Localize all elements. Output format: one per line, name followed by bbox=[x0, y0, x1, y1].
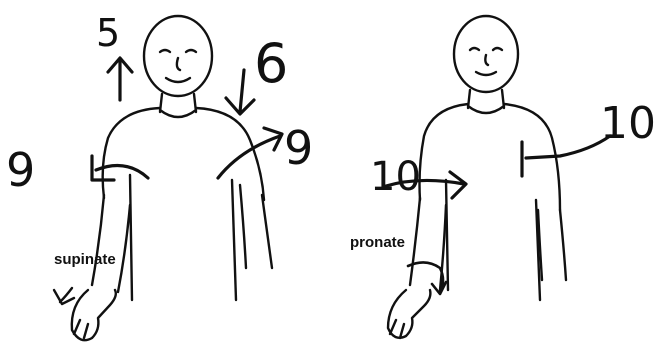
left-shoulder-r bbox=[196, 108, 264, 200]
label-left-arm-number: 9 bbox=[6, 143, 35, 197]
arrow-right-curve-icon bbox=[218, 128, 282, 178]
arrow-left-curve-icon bbox=[92, 156, 148, 180]
right-left-arm-outer bbox=[410, 198, 420, 285]
left-arm-outer bbox=[92, 195, 104, 285]
left-torso-r bbox=[232, 180, 236, 300]
right-torso-l bbox=[446, 180, 448, 290]
label-arrow-down-number: 6 bbox=[254, 32, 288, 95]
label-right-figure-left-number: 10 bbox=[370, 154, 421, 200]
left-arm-inner bbox=[118, 205, 130, 292]
label-supinate: supinate bbox=[54, 251, 116, 268]
right-arm-outer bbox=[262, 195, 272, 268]
label-right-arm-number: 9 bbox=[284, 121, 313, 175]
arrow-up-icon bbox=[108, 58, 132, 100]
left-collar bbox=[160, 110, 196, 117]
arrow-supinate-icon bbox=[54, 288, 74, 304]
left-hand bbox=[72, 290, 116, 340]
label-pronate: pronate bbox=[350, 234, 405, 251]
right-arm-inner bbox=[240, 185, 246, 268]
arrow-rotate-out-icon bbox=[522, 136, 610, 176]
right-shoulder-l bbox=[420, 104, 469, 200]
right-face bbox=[470, 48, 502, 75]
left-torso-l bbox=[130, 175, 132, 300]
right-collar bbox=[468, 106, 504, 113]
left-figure: 5 6 9 9 supinate bbox=[6, 11, 313, 340]
right-hand bbox=[388, 290, 430, 338]
right-figure: 10 10 pronate bbox=[350, 16, 656, 338]
arrow-down-icon bbox=[226, 70, 254, 114]
label-right-figure-right-number: 10 bbox=[600, 98, 656, 149]
left-figure-outline bbox=[72, 16, 272, 340]
left-face bbox=[160, 50, 196, 82]
left-head bbox=[144, 16, 212, 96]
label-arrow-up-number: 5 bbox=[96, 11, 120, 55]
